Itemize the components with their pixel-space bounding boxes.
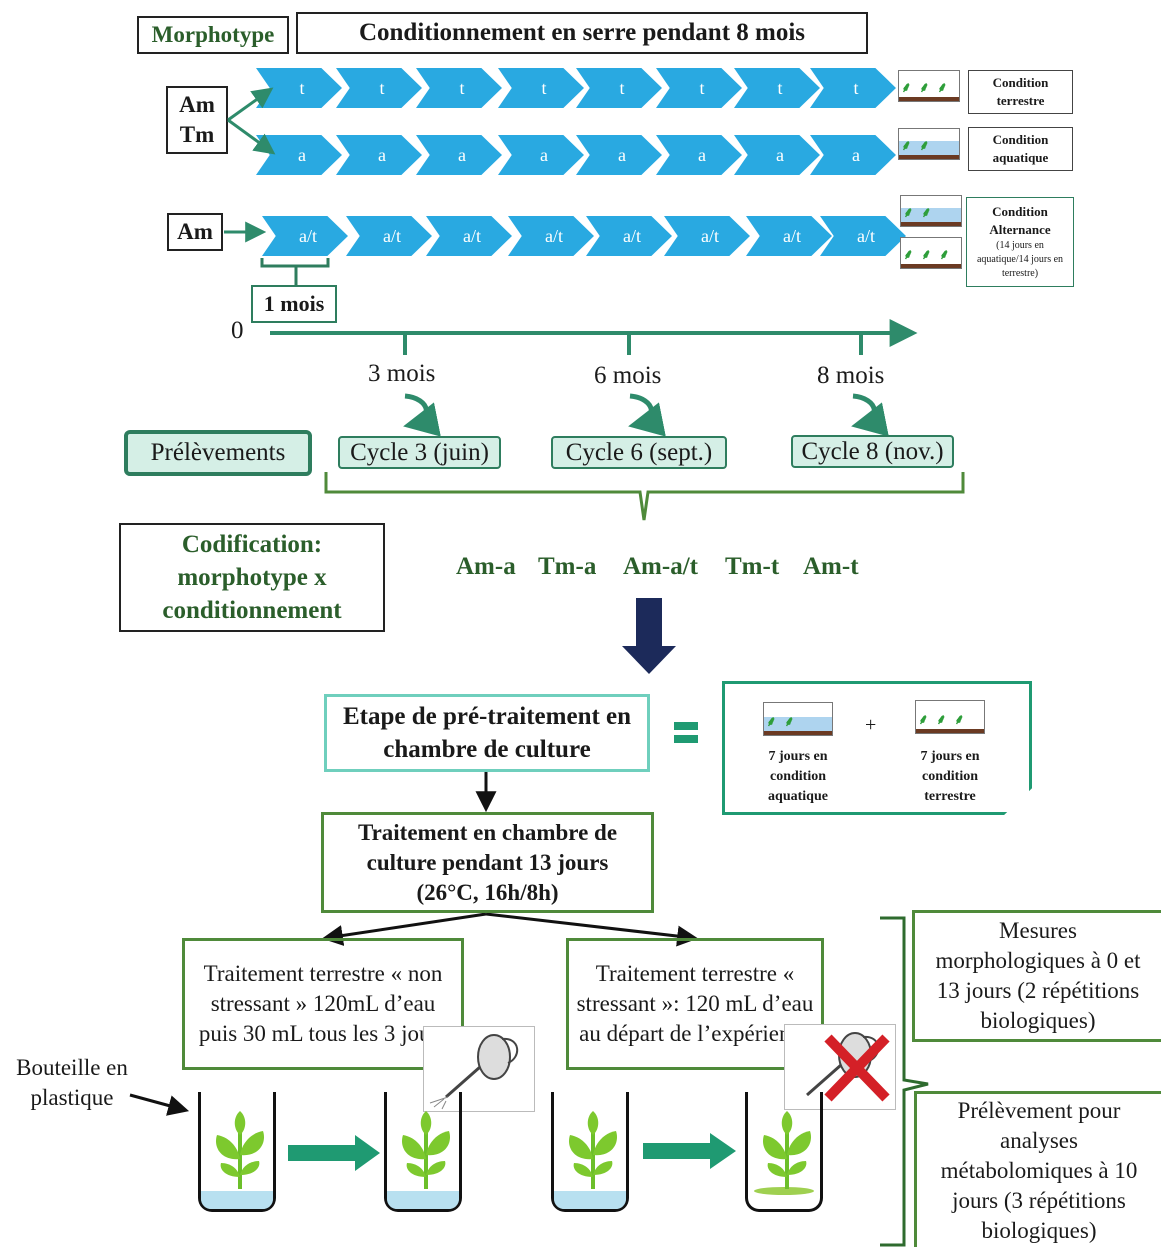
alternance-chevron-2: a/t bbox=[346, 216, 432, 256]
alternance-chevron-7: a/t bbox=[746, 216, 832, 256]
terrestrial-chevron-3: t bbox=[416, 68, 502, 108]
bottle-4 bbox=[745, 1092, 823, 1212]
aquatic-tray-icon: ⸙ ⸙ bbox=[898, 128, 960, 160]
alternance-chevron-6: a/t bbox=[664, 216, 750, 256]
aquatic-chevron-4: a bbox=[498, 135, 584, 175]
prelevements-box: Prélèvements bbox=[124, 430, 312, 476]
alternance-chevron-3: a/t bbox=[426, 216, 512, 256]
terrestrial-tray-icon: ⸙ ⸙ ⸙ bbox=[898, 70, 960, 102]
sampling-box: Prélèvement pour analyses métabolomiques… bbox=[914, 1091, 1161, 1247]
morphotype-am-label: Am bbox=[179, 92, 215, 117]
aquatic-chevron-7: a bbox=[734, 135, 820, 175]
one-month-label: 1 mois bbox=[251, 285, 337, 323]
terrestrial-chevron-6: t bbox=[656, 68, 742, 108]
curl-arrow-3 bbox=[403, 393, 441, 437]
terrestrial-chevron-5: t bbox=[576, 68, 662, 108]
branch-left-arrow bbox=[321, 912, 487, 946]
alternance-terrestrial-tray-icon: ⸙ ⸙ ⸙ bbox=[900, 237, 962, 269]
measures-box: Mesures morphologiques à 0 et 13 jours (… bbox=[912, 910, 1161, 1042]
timeline-3-mois: 3 mois bbox=[368, 360, 436, 387]
pretreatment-box: Etape de pré-traitement en chambre de cu… bbox=[324, 694, 650, 772]
alternance-chevron-4: a/t bbox=[508, 216, 594, 256]
pretreat-aquatic-tray-icon: ⸙ ⸙ bbox=[763, 702, 833, 736]
plant-icon bbox=[762, 1111, 812, 1189]
terrestrial-chevron-4: t bbox=[498, 68, 584, 108]
cycles-brace bbox=[324, 472, 965, 521]
conditioning-header: Conditionnement en serre pendant 8 mois bbox=[296, 12, 868, 54]
bottle-label: Bouteille en plastique bbox=[16, 1055, 128, 1110]
alternance-chevron-5: a/t bbox=[586, 216, 672, 256]
branch-right-arrow bbox=[485, 912, 699, 947]
alternance-chevron-1: a/t bbox=[262, 216, 348, 256]
alternance-aquatic-tray-icon: ⸙ ⸙ bbox=[900, 195, 962, 227]
terrestrial-chevron-8: t bbox=[810, 68, 896, 108]
right-brace bbox=[880, 916, 929, 1247]
pretreat-terrestrial-tray-icon: ⸙ ⸙ ⸙ bbox=[915, 700, 985, 734]
non-stress-treatment-box: Traitement terrestre « non stressant » 1… bbox=[182, 938, 464, 1070]
aquatic-chevron-3: a bbox=[416, 135, 502, 175]
stress-treatment-box: Traitement terrestre « stressant »: 120 … bbox=[566, 938, 824, 1070]
water-layer bbox=[201, 1191, 273, 1209]
terrestrial-chevron-7: t bbox=[734, 68, 820, 108]
code-tm-a: Tm-a bbox=[538, 553, 597, 580]
alternance-chevron-8: a/t bbox=[820, 216, 906, 256]
curl-arrow-6 bbox=[628, 393, 666, 437]
morphotype-am-tm-box: Am Tm bbox=[166, 86, 228, 154]
plant-icon bbox=[568, 1111, 618, 1189]
condition-terrestre-label: Condition terrestre bbox=[968, 70, 1073, 114]
cycle-6-box: Cycle 6 (sept.) bbox=[551, 436, 727, 469]
down-arrow-icon bbox=[622, 598, 676, 674]
watering-can-icon bbox=[423, 1026, 535, 1112]
code-am-a: Am-a bbox=[456, 553, 516, 580]
terrestrial-chevron-2: t bbox=[336, 68, 422, 108]
codification-box: Codification: morphotype x conditionneme… bbox=[119, 523, 385, 632]
morphotype-am-box: Am bbox=[167, 213, 223, 251]
code-am-t: Am-t bbox=[803, 553, 859, 580]
condition-alternance-title: Condition Alternance bbox=[989, 204, 1051, 237]
bottle-pointer-arrow bbox=[129, 1093, 190, 1116]
morphotype-header: Morphotype bbox=[137, 16, 289, 54]
aquatic-chevron-8: a bbox=[810, 135, 896, 175]
morphotype-tm-label: Tm bbox=[179, 122, 215, 147]
pretreat-aquatic-label: 7 jours en condition aquatique bbox=[768, 749, 828, 804]
condition-alternance-detail: (14 jours en aquatique/14 jours en terre… bbox=[976, 240, 1064, 279]
condition-alternance-box: Condition Alternance (14 jours en aquati… bbox=[966, 197, 1074, 287]
timeline-6-mois: 6 mois bbox=[594, 362, 662, 389]
water-layer bbox=[387, 1191, 459, 1209]
code-am-at: Am-a/t bbox=[623, 553, 698, 580]
treatment-box: Traitement en chambre de culture pendant… bbox=[321, 812, 654, 913]
timeline-zero: 0 bbox=[231, 317, 244, 344]
aquatic-chevron-6: a bbox=[656, 135, 742, 175]
code-tm-t: Tm-t bbox=[725, 553, 780, 580]
equals-icon bbox=[674, 722, 698, 744]
branch-arrow-up bbox=[227, 87, 274, 122]
timeline-8-mois: 8 mois bbox=[817, 362, 885, 389]
cycle-3-box: Cycle 3 (juin) bbox=[338, 436, 501, 469]
water-layer bbox=[554, 1191, 626, 1209]
one-month-bracket bbox=[260, 258, 330, 286]
bottle-2 bbox=[384, 1092, 462, 1212]
bottle-3 bbox=[551, 1092, 629, 1212]
aquatic-chevron-2: a bbox=[336, 135, 422, 175]
cross-icon bbox=[824, 1034, 890, 1102]
pretreat-terrestrial-label: 7 jours en condition terrestre bbox=[920, 749, 980, 804]
plant-icon bbox=[401, 1111, 451, 1189]
green-arrow-2-icon bbox=[643, 1133, 736, 1169]
condition-aquatique-label: Condition aquatique bbox=[968, 127, 1073, 171]
aquatic-chevron-5: a bbox=[576, 135, 662, 175]
pretreatment-detail-box: ⸙ ⸙ + ⸙ ⸙ ⸙ 7 jours en condition aquatiq… bbox=[722, 681, 1032, 815]
curl-arrow-8 bbox=[851, 393, 889, 437]
soil-surface bbox=[754, 1187, 814, 1195]
bottle-1 bbox=[198, 1092, 276, 1212]
plant-icon bbox=[215, 1111, 265, 1189]
green-arrow-1-icon bbox=[288, 1135, 380, 1171]
plus-sign: + bbox=[865, 714, 877, 736]
cycle-8-box: Cycle 8 (nov.) bbox=[791, 435, 954, 468]
branch-arrow-down bbox=[227, 118, 276, 155]
